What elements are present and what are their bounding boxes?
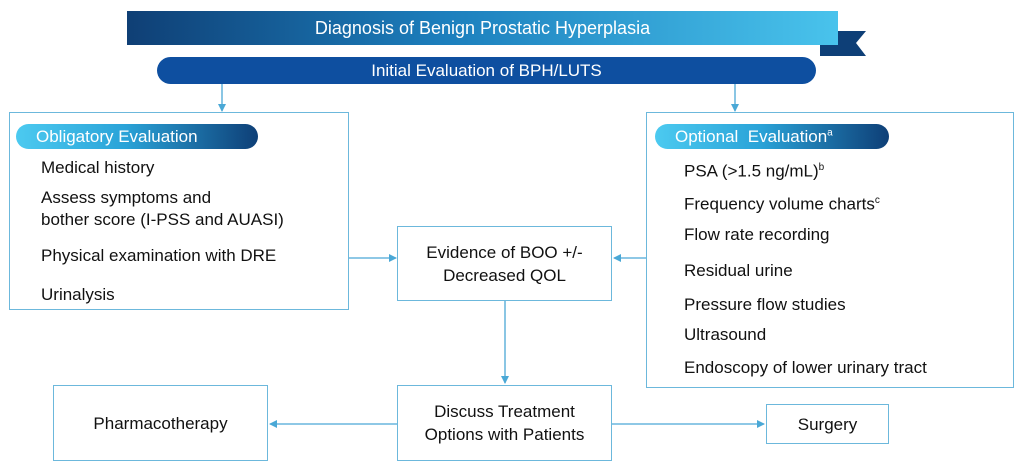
obligatory-heading-text: Obligatory Evaluation [36,126,198,146]
obligatory-evaluation-heading: Obligatory Evaluation [16,124,258,149]
diagram-title-text: Diagnosis of Benign Prostatic Hyperplasi… [314,17,651,38]
pharmacotherapy-node: Pharmacotherapy [53,385,268,461]
evidence-line-2: Decreased QOL [443,265,566,285]
initial-evaluation-text: Initial Evaluation of BPH/LUTS [371,60,602,80]
optional-item-frequency-volume: Frequency volume chartsc [684,194,880,214]
discuss-line-1: Discuss Treatment [434,402,575,421]
initial-evaluation-node: Initial Evaluation of BPH/LUTS [157,57,816,84]
pharmacotherapy-text: Pharmacotherapy [93,413,228,433]
obligatory-item-medical-history: Medical history [41,158,155,177]
evidence-line-1: Evidence of BOO +/- [426,242,583,262]
discuss-treatment-node: Discuss Treatment Options with Patients [397,385,612,461]
optional-item-ultrasound: Ultrasound [684,325,767,344]
surgery-node: Surgery [766,404,889,444]
optional-heading-text: Optional Evaluationa [675,126,833,146]
obligatory-item-assess-symptoms: Assess symptoms and [41,188,212,207]
optional-item-psa: PSA (>1.5 ng/mL)b [684,161,825,181]
optional-evaluation-box [646,112,1014,388]
diagram-title: Diagnosis of Benign Prostatic Hyperplasi… [127,11,838,45]
obligatory-item-urinalysis: Urinalysis [41,285,115,304]
obligatory-item-physical-exam: Physical examination with DRE [41,246,277,265]
optional-item-pressure-flow: Pressure flow studies [684,295,846,314]
optional-item-endoscopy: Endoscopy of lower urinary tract [684,358,927,377]
optional-item-flow-rate: Flow rate recording [684,225,830,244]
obligatory-item-bother-score: bother score (I-PSS and AUASI) [41,210,284,229]
optional-heading-sup: a [827,126,833,138]
optional-evaluation-heading: Optional Evaluationa [655,124,889,149]
optional-item-residual-urine: Residual urine [684,261,793,280]
discuss-line-2: Options with Patients [424,425,585,444]
evidence-boo-node: Evidence of BOO +/- Decreased QOL [397,226,612,301]
surgery-text: Surgery [797,414,858,434]
